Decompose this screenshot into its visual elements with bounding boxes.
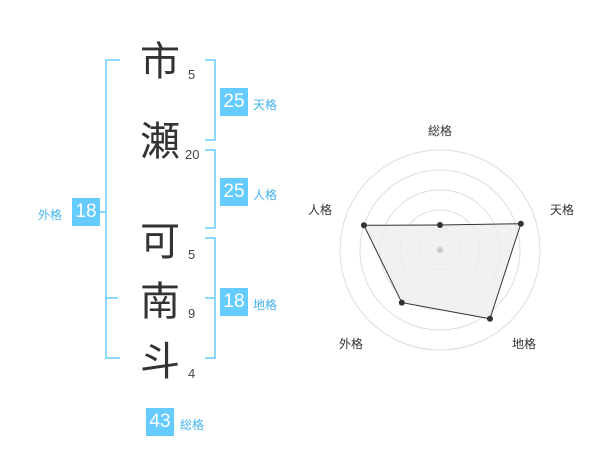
soukaku-value: 43: [146, 408, 174, 436]
radar-point: [486, 315, 493, 322]
gaikaku-label: 外格: [38, 208, 63, 222]
given-char-1: 可: [140, 219, 180, 265]
given-strokes-1: 5: [188, 247, 196, 262]
soukaku-label: 総格: [180, 418, 205, 432]
given-strokes-2: 9: [188, 306, 196, 321]
radar-point: [398, 299, 405, 306]
gaikaku-value: 18: [72, 198, 100, 226]
radar-grid-ring: [359, 169, 521, 331]
given-strokes-3: 4: [188, 366, 196, 381]
radar-axis-label-gaikaku: 外格: [339, 337, 364, 351]
surname-strokes-2: 20: [185, 147, 200, 162]
radar-axis-label-tenkaku: 天格: [550, 203, 575, 217]
jinkaku-value: 25: [220, 178, 248, 206]
surname-char-2: 瀬: [140, 119, 180, 165]
surname-char-1: 市: [140, 39, 180, 85]
radar-axis-label-chikaku: 地格: [512, 337, 537, 351]
given-char-3: 斗: [140, 339, 180, 385]
radar-area: [363, 223, 522, 320]
tenkaku-value: 25: [220, 88, 248, 116]
given-char-2: 南: [140, 279, 180, 325]
chikaku-label: 地格: [253, 298, 278, 312]
radar-point: [517, 220, 524, 227]
radar-point: [360, 222, 367, 229]
chikaku-value: 18: [220, 288, 248, 316]
radar-point: [437, 222, 443, 228]
surname-strokes-1: 5: [188, 67, 196, 82]
jinkaku-label: 人格: [253, 188, 278, 202]
radar-axis-label-jinkaku: 人格: [308, 203, 333, 217]
radar-grid-ring: [339, 149, 541, 351]
radar-axis-label-soukaku: 総格: [428, 124, 453, 138]
radar-center: [437, 247, 443, 253]
tenkaku-label: 天格: [253, 98, 278, 112]
